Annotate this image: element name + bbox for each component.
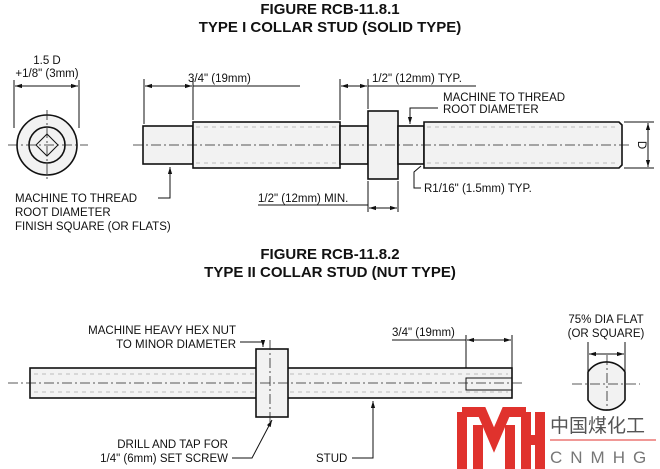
note-left-3: FINISH SQUARE (OR FLATS) [15, 221, 171, 233]
dim-end-label: 3/4" (19mm) [188, 73, 251, 85]
dim-head-label-2: +1/8" (3mm) [15, 68, 78, 80]
fig2-dim-end-label: 3/4" (19mm) [392, 327, 455, 339]
dim-neck-label: 1/2" (12mm) TYP. [372, 73, 462, 85]
watermark-latin: CNMHG [550, 448, 654, 467]
flat-label-2: (OR SQUARE) [568, 328, 645, 340]
note-root-1: MACHINE TO THREAD [443, 92, 565, 104]
watermark-chinese: 中国煤化工 [550, 415, 645, 437]
drill-label-1: DRILL AND TAP FOR [117, 439, 228, 451]
figure2-title: TYPE II COLLAR STUD (NUT TYPE) [204, 264, 456, 281]
note-left-2: ROOT DIAMETER [15, 207, 111, 219]
drill-label-2: 1/4" (6mm) SET SCREW [100, 453, 228, 465]
dim-collar-label: 1/2" (12mm) MIN. [258, 193, 348, 205]
cnmhg-watermark-logo: 中国煤化工 CNMHG [457, 407, 656, 469]
figure2-side-view [8, 335, 640, 459]
note-nut-2: TO MINOR DIAMETER [116, 339, 236, 351]
figure1-side-view [133, 79, 654, 212]
note-nut-1: MACHINE HEAVY HEX NUT [88, 325, 236, 337]
figure1-title: TYPE I COLLAR STUD (SOLID TYPE) [199, 19, 462, 36]
dim-head-label-1: 1.5 D [33, 55, 61, 67]
figure1-number: FIGURE RCB-11.8.1 [260, 1, 399, 18]
dim-d-label: D [635, 141, 647, 149]
figure2-number: FIGURE RCB-11.8.2 [260, 246, 399, 263]
radius-label: R1/16" (1.5mm) TYP. [424, 183, 532, 195]
flat-label-1: 75% DIA FLAT [568, 314, 643, 326]
figure1-end-view: 1.5 D +1/8" (3mm) [8, 55, 88, 180]
note-root-2: ROOT DIAMETER [443, 104, 539, 116]
note-left-1: MACHINE TO THREAD [15, 193, 137, 205]
stud-label: STUD [316, 453, 347, 465]
